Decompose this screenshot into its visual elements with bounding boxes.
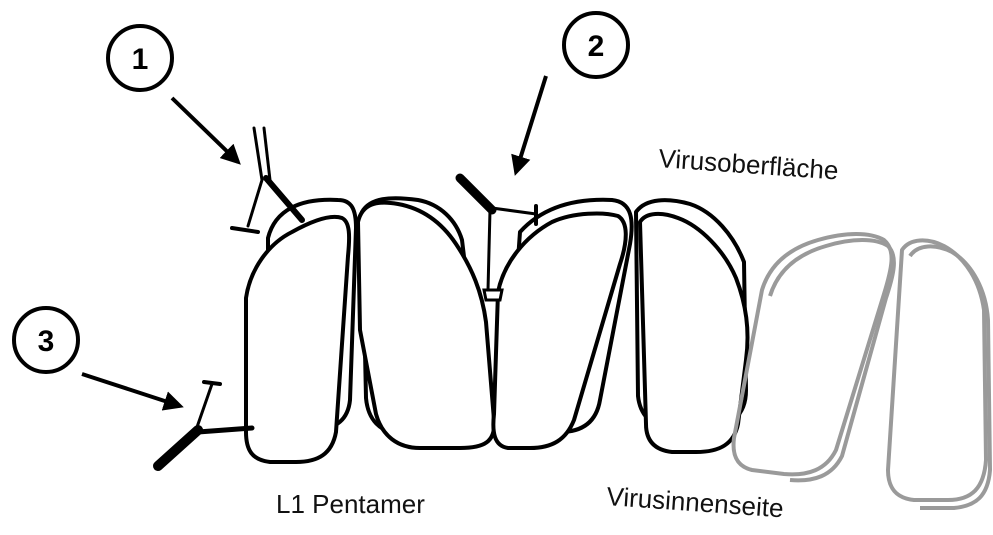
arrow-1 — [172, 98, 238, 162]
arrow-3 — [82, 374, 180, 406]
pentamer-label: L1 Pentamer — [276, 489, 425, 519]
antibody-3 — [158, 382, 252, 466]
pentamer-right — [493, 200, 747, 452]
marker-1: 1 — [108, 26, 172, 90]
marker-2-label: 2 — [588, 30, 605, 63]
marker-3-label: 3 — [38, 325, 55, 358]
surface-label: Virusoberfläche — [658, 143, 840, 185]
marker-2: 2 — [564, 13, 628, 77]
inner-label: Virusinnenseite — [606, 481, 785, 523]
arrow-2 — [516, 76, 546, 172]
pentamer-left — [246, 198, 494, 462]
marker-3: 3 — [14, 308, 78, 372]
inter-capsomere-gap — [484, 290, 502, 300]
pentamer-faded — [734, 234, 990, 508]
marker-1-label: 1 — [132, 43, 149, 76]
